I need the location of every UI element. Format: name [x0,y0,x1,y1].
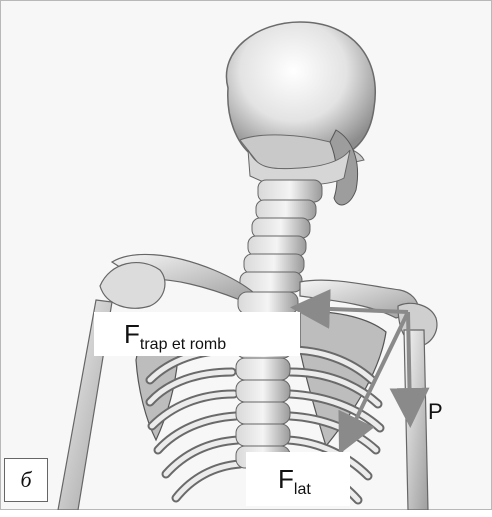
weight-force-arrow [408,312,410,412]
cervical-spine [240,150,350,292]
panel-letter: б [4,458,48,502]
label-f-lat-sub: lat [294,481,311,498]
label-f-lat: Flat [246,452,350,506]
label-f-trap-sub: trap et romb [140,336,226,353]
label-p: P [428,399,443,425]
label-f-trap-et-romb: Ftrap et romb [94,312,300,356]
label-f-trap-main: F [124,319,140,349]
label-f-lat-main: F [278,464,294,494]
